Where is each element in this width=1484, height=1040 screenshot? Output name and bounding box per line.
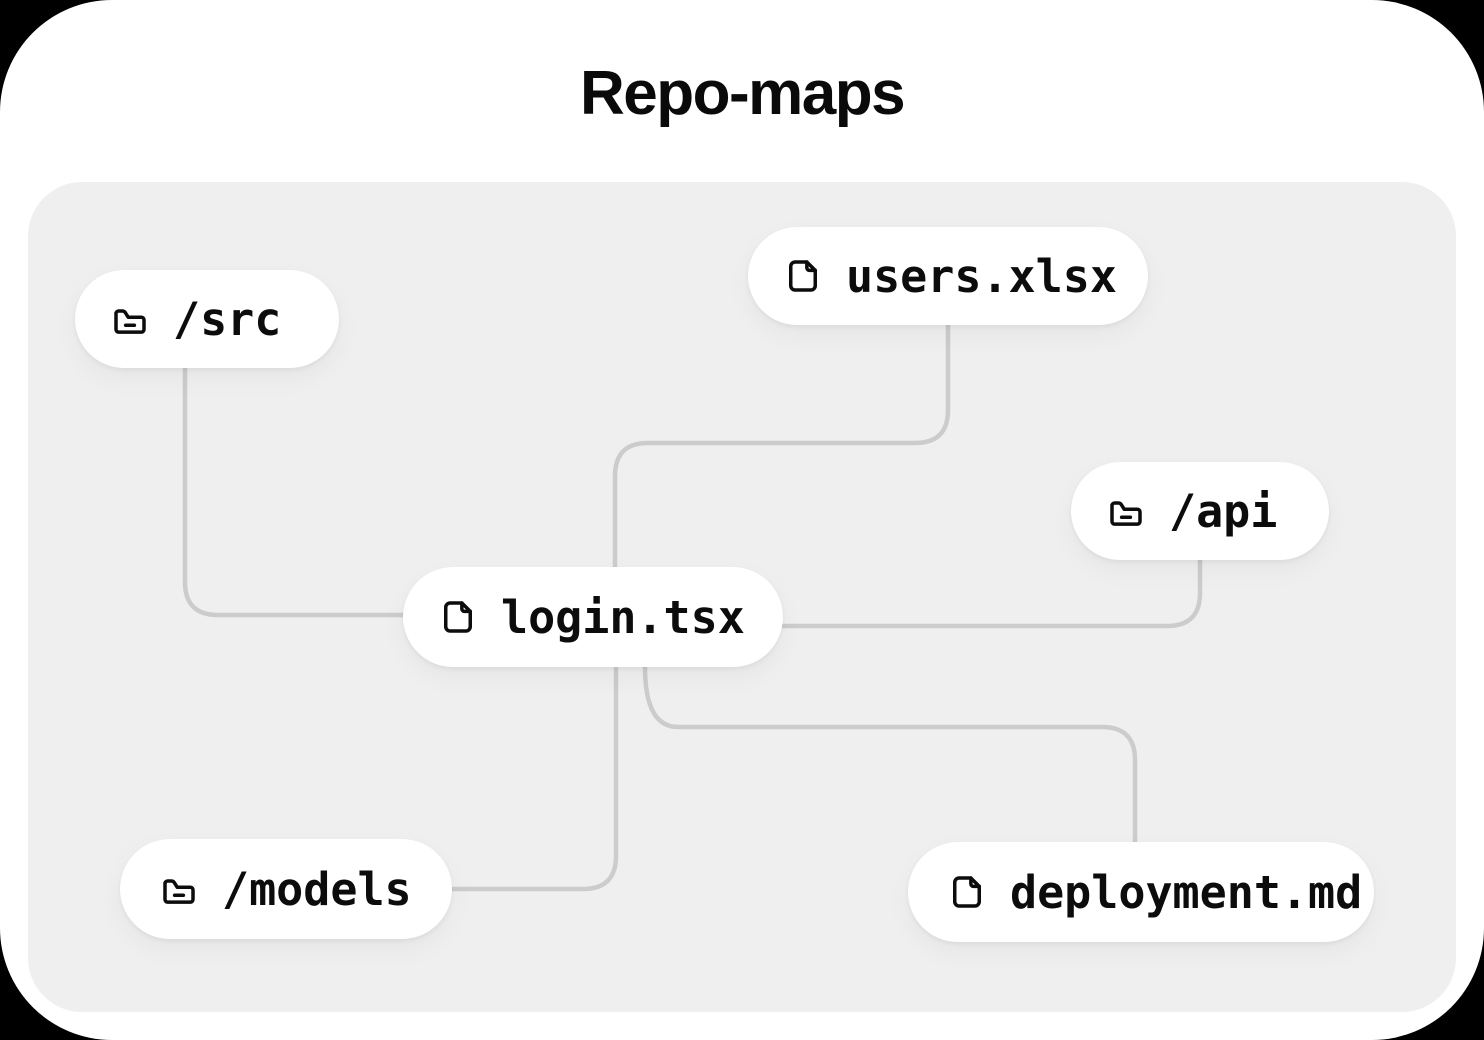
node-deployment-md[interactable]: deployment.md: [908, 842, 1374, 942]
node-label: /api: [1169, 484, 1278, 538]
edge-login-api: [780, 557, 1203, 629]
node-login-tsx[interactable]: login.tsx: [403, 567, 783, 667]
graph-canvas[interactable]: /src users.xlsx /api: [28, 182, 1456, 1012]
edge-users-login: [612, 322, 951, 570]
file-icon: [437, 596, 479, 638]
node-label: /models: [222, 862, 412, 916]
edge-src-login: [182, 365, 406, 618]
node-label: users.xlsx: [846, 249, 1117, 303]
node-label: /src: [173, 292, 282, 346]
node-users-xlsx[interactable]: users.xlsx: [748, 227, 1148, 325]
node-models[interactable]: /models: [120, 839, 452, 939]
node-label: login.tsx: [501, 590, 745, 644]
folder-icon: [109, 298, 151, 340]
node-src[interactable]: /src: [75, 270, 339, 368]
file-icon: [946, 871, 988, 913]
edge-login-deployment: [642, 664, 1138, 845]
node-api[interactable]: /api: [1071, 462, 1329, 560]
edge-login-models: [449, 664, 619, 892]
folder-icon: [1105, 490, 1147, 532]
page-title: Repo-maps: [579, 59, 906, 128]
node-label: deployment.md: [1010, 865, 1363, 919]
folder-icon: [158, 868, 200, 910]
file-icon: [782, 255, 824, 297]
